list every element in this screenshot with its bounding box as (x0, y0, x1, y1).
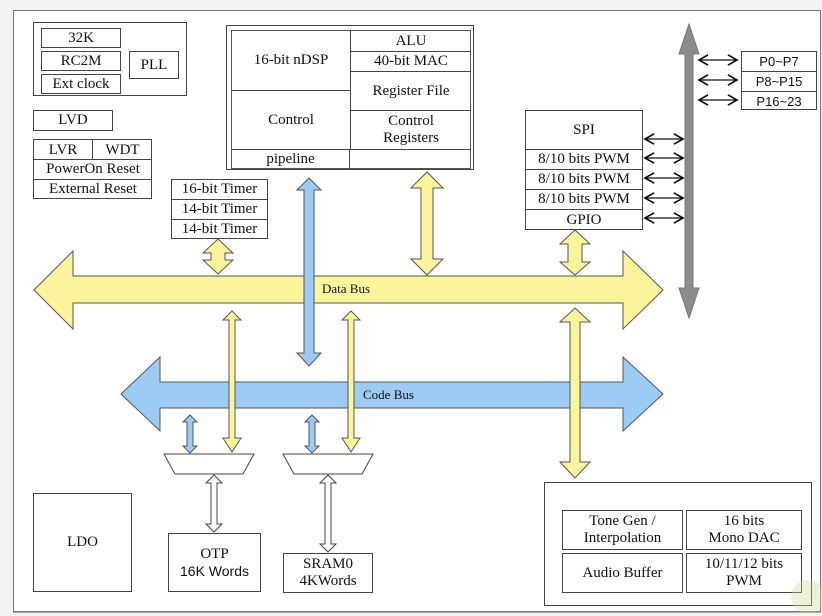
audio-data-bus-arrow (558, 307, 592, 479)
otp-size: 16K Words (180, 562, 249, 579)
tone-gen-block: Tone Gen / Interpolation (562, 510, 683, 550)
clock-source-32k: 32K (41, 28, 121, 48)
pwm-block-3: 8/10 bits PWM (526, 189, 642, 209)
external-reset-block: External Reset (34, 179, 152, 199)
clock-source-rc2m: RC2M (41, 51, 121, 71)
cpu-control-registers: Control Registers (350, 110, 471, 150)
audio-pwm-line1: 10/11/12 bits (704, 556, 784, 572)
cpu-block: 16-bit nDSP Control pipeline ALU 40-bit … (226, 25, 474, 170)
cpu-mac: 40-bit MAC (350, 51, 471, 71)
timer-block: 16-bit Timer 14-bit Timer 14-bit Timer (171, 179, 268, 239)
lvr-block: LVR (48, 141, 78, 158)
spi-block: SPI (573, 121, 595, 138)
mux-otp-arrow (204, 474, 224, 533)
sram-data-bus-arrow (340, 310, 362, 453)
otp-code-bus-arrow (181, 414, 199, 454)
code-bus-label: Code Bus (363, 387, 414, 402)
otp-label: OTP (200, 545, 229, 562)
mono-dac-line1: 16 bits (723, 513, 765, 529)
tone-gen-line2: Interpolation (583, 530, 662, 546)
clock-block: 32K RC2M Ext clock PLL (33, 22, 187, 96)
port-block: P0~P7 P8~P15 P16~23 (741, 51, 817, 110)
sram-code-bus-arrow (303, 414, 321, 454)
peripheral-io-arrows (643, 54, 739, 224)
code-bus-arrow (120, 355, 664, 433)
reset-block: LVR WDT PowerOn Reset External Reset (33, 139, 152, 199)
data-bus-arrow (33, 249, 664, 331)
timer-16bit: 16-bit Timer (181, 181, 258, 197)
audio-pwm-line2: PWM (726, 573, 762, 589)
audio-block: Tone Gen / Interpolation 16 bits Mono DA… (544, 482, 812, 606)
lvd-block: LVD (33, 110, 113, 131)
cpu-control-registers-line1: Control (388, 113, 434, 129)
pwm-block-2: 8/10 bits PWM (526, 169, 642, 189)
poweron-reset-block: PowerOn Reset (34, 159, 152, 179)
tone-gen-line1: Tone Gen / (589, 513, 656, 529)
port-p16-p23: P16~23 (742, 91, 816, 110)
cpu-register-file: Register File (350, 71, 471, 110)
port-p8-p15: P8~P15 (742, 71, 816, 91)
sram-mux (282, 453, 374, 475)
mono-dac-line2: Mono DAC (708, 530, 780, 546)
otp-data-bus-arrow (221, 310, 243, 453)
ldo-block: LDO (33, 493, 132, 592)
cpu-control-registers-line2: Registers (383, 130, 439, 146)
cpu-code-bus-arrow (295, 177, 323, 367)
mux-sram-arrow (318, 474, 338, 553)
cpu-inner: 16-bit nDSP Control pipeline ALU 40-bit … (231, 30, 471, 169)
watermark-badge (791, 580, 822, 614)
otp-block: OTP 16K Words (168, 533, 261, 592)
mono-dac-block: 16 bits Mono DAC (686, 510, 802, 550)
gpio-block: GPIO (526, 209, 642, 230)
timer-14bit-b: 14-bit Timer (172, 219, 267, 239)
port-p0-p7: P0~P7 (759, 54, 799, 69)
sram-block: SRAM0 4KWords (283, 553, 373, 593)
sram-size: 4KWords (299, 573, 357, 589)
peripheral-block: SPI 8/10 bits PWM 8/10 bits PWM 8/10 bit… (525, 110, 643, 230)
io-bus-arrow (678, 22, 700, 320)
cpu-core: 16-bit nDSP (253, 52, 329, 68)
wdt-block: WDT (92, 140, 152, 160)
timer-data-bus-arrow (201, 238, 235, 275)
cpu-alu: ALU (350, 31, 471, 51)
otp-mux (163, 453, 255, 475)
audio-pwm-block: 10/11/12 bits PWM (686, 553, 802, 593)
cpu-control: Control (232, 90, 350, 149)
timer-14bit-a: 14-bit Timer (172, 199, 267, 219)
sram-label: SRAM0 (302, 556, 354, 572)
audio-buffer-block: Audio Buffer (562, 553, 683, 593)
cpu-data-bus-arrow (409, 171, 445, 276)
pwm-block-1: 8/10 bits PWM (526, 149, 642, 169)
clock-source-ext: Ext clock (41, 74, 121, 94)
peripheral-data-bus-arrow (558, 229, 592, 276)
data-bus-label: Data Bus (322, 281, 371, 296)
pll-block: PLL (129, 51, 179, 79)
cpu-pipeline: pipeline (232, 149, 350, 169)
